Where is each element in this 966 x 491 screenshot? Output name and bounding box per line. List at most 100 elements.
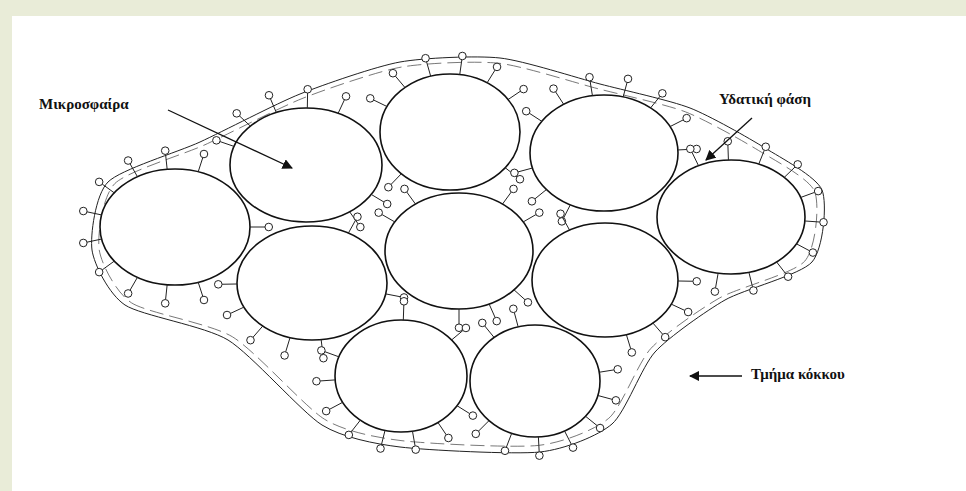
surfactant-molecule	[124, 277, 137, 297]
surfactant-molecule	[487, 63, 501, 83]
surfactant-molecule	[687, 145, 699, 166]
molecule-head	[161, 147, 169, 155]
surfactant-molecule	[501, 433, 512, 454]
part-label: Τμήμα κόκκου	[748, 364, 848, 384]
molecule-tail	[485, 326, 494, 338]
surfactant-molecule	[198, 150, 208, 172]
surfactant-molecule	[586, 416, 604, 432]
molecule-tail	[487, 70, 495, 83]
microsphere	[532, 223, 678, 337]
molecule-tail	[598, 395, 612, 399]
surfactant-molecule	[377, 430, 385, 452]
molecule-tail	[692, 152, 699, 165]
molecule-tail	[514, 290, 525, 300]
molecule-tail	[556, 92, 564, 105]
surfactant-molecule	[214, 281, 237, 289]
molecule-head	[412, 446, 420, 454]
surfactant-molecule	[528, 190, 546, 206]
surfactant-molecule	[489, 304, 500, 325]
surfactant-molecule	[389, 69, 405, 87]
molecule-tail	[351, 420, 360, 432]
surfactant-molecule	[670, 114, 691, 126]
molecule-tail	[523, 215, 536, 223]
molecule-tail	[239, 116, 250, 126]
molecule-tail	[407, 192, 416, 204]
molecule-head	[493, 63, 501, 71]
molecule-tail	[166, 154, 168, 169]
microsphere	[470, 325, 600, 437]
surfactant-molecule	[478, 319, 494, 337]
molecule-tail	[514, 312, 518, 326]
surfactant-molecule	[623, 75, 632, 97]
microsphere	[100, 169, 250, 285]
molecule-head	[510, 305, 518, 313]
molecule-head	[711, 288, 719, 296]
molecule-head	[557, 210, 565, 218]
leader-arrow	[168, 110, 292, 168]
molecule-tail	[529, 113, 542, 121]
molecule-tail	[198, 282, 203, 296]
molecule-tail	[130, 277, 138, 290]
molecule-head	[469, 412, 477, 420]
molecule-tail	[478, 421, 489, 432]
molecule-tail	[538, 437, 540, 452]
molecule-head	[265, 223, 273, 231]
molecule-tail	[253, 326, 263, 337]
molecule-tail	[87, 212, 102, 215]
pale-band	[0, 0, 966, 16]
molecule-tail	[590, 81, 592, 96]
leader-arrow	[690, 375, 742, 376]
molecule-tail	[329, 402, 342, 409]
molecule-head	[472, 430, 480, 438]
surfactant-molecule	[313, 377, 336, 385]
molecule-head	[401, 185, 409, 193]
surfactant-molecule	[124, 157, 137, 177]
molecule-head	[459, 52, 467, 60]
molecule-head	[511, 169, 519, 177]
molecule-tail	[727, 145, 729, 160]
molecule-tail	[222, 283, 237, 284]
molecule-head	[462, 324, 470, 332]
molecule-head	[383, 200, 391, 208]
molecule-head	[223, 311, 231, 319]
molecule-head	[612, 397, 620, 405]
surfactant-molecule	[265, 91, 276, 112]
surfactant-molecule	[161, 147, 169, 169]
surfactant-chain	[99, 62, 817, 446]
molecule-head	[493, 317, 501, 325]
molecule-tail	[166, 285, 168, 300]
surfactant-molecule	[198, 282, 208, 304]
molecule-tail	[307, 93, 308, 108]
molecule-head	[784, 273, 792, 281]
molecule-tail	[102, 261, 114, 270]
surfactant-molecule	[759, 143, 770, 164]
molecule-head	[586, 73, 594, 81]
molecule-head	[95, 178, 103, 186]
molecule-head	[213, 137, 221, 145]
surfactant-molecule	[626, 335, 635, 357]
surfactant-molecule	[452, 324, 470, 340]
molecule-head	[233, 110, 241, 118]
molecule-head	[313, 377, 321, 385]
molecule-head	[762, 143, 770, 151]
surfactant-molecule	[223, 307, 244, 319]
molecule-head	[265, 91, 273, 99]
surfactant-molecule	[95, 261, 114, 276]
surfactant-molecule	[459, 52, 467, 74]
molecule-head	[536, 452, 544, 460]
molecule-head	[520, 85, 528, 93]
molecule-tail	[586, 416, 598, 425]
molecule-head	[200, 296, 208, 304]
molecule-head	[79, 207, 87, 215]
surfactant-molecule	[161, 285, 169, 307]
molecule-tail	[508, 91, 520, 99]
surfactant-molecule	[95, 178, 114, 193]
surfactant-molecule	[796, 244, 816, 257]
molecule-tail	[427, 62, 431, 76]
surfactant-molecule	[401, 185, 416, 204]
microsphere	[230, 108, 382, 222]
molecule-head	[320, 354, 328, 362]
molecule-tail	[270, 99, 276, 113]
surfactant-molecule	[412, 431, 420, 453]
molecule-tail	[801, 192, 815, 197]
